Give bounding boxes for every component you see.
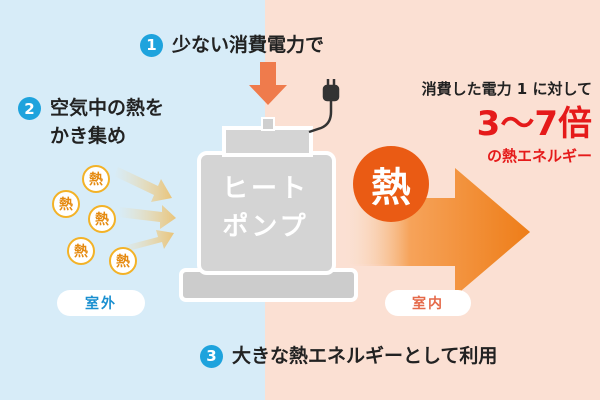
step-1: 1 少ない消費電力で <box>140 31 324 59</box>
big-heat-badge: 熱 <box>353 146 429 222</box>
efficiency-result: 消費した電力 1 に対して 3～7倍 の熱エネルギー <box>382 78 592 166</box>
step-2-text: 空気中の熱を かき集め <box>50 97 165 147</box>
step-3-text: 大きな熱エネルギーとして利用 <box>232 345 498 367</box>
heat-particle: 熱 <box>88 205 116 233</box>
outdoor-label: 室外 <box>57 290 145 316</box>
result-outcome: の熱エネルギー <box>486 147 592 165</box>
heat-particle: 熱 <box>67 237 95 265</box>
indoor-label: 室内 <box>385 290 471 316</box>
result-intro: 消費した電力 1 に対して <box>421 80 592 98</box>
plug-icon <box>308 79 340 134</box>
intake-arrows <box>114 167 176 252</box>
step-2: 2 空気中の熱を かき集め <box>18 94 164 150</box>
result-ratio: 3～7倍 <box>476 104 592 144</box>
step-3: 3 大きな熱エネルギーとして利用 <box>200 342 497 370</box>
step-1-badge: 1 <box>140 33 163 57</box>
step-1-text: 少ない消費電力で <box>172 34 325 56</box>
heat-particle: 熱 <box>109 247 137 275</box>
heat-particle: 熱 <box>52 190 80 218</box>
power-input-arrow <box>249 62 287 105</box>
heat-particle: 熱 <box>82 165 110 193</box>
heat-pump-label: ヒート ポンプ <box>221 174 309 242</box>
step-2-badge: 2 <box>18 97 41 120</box>
step-3-badge: 3 <box>200 344 223 368</box>
